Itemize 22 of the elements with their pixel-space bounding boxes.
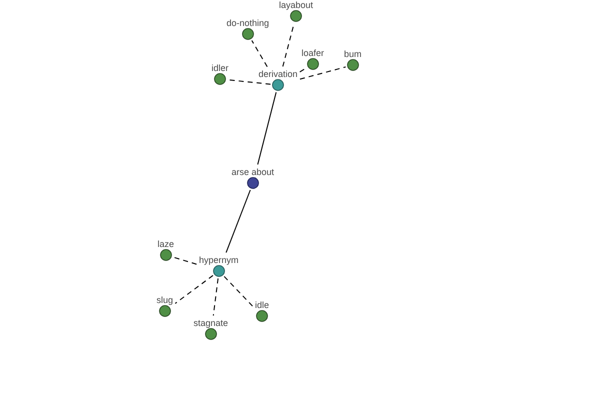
dashed-connector: [251, 40, 268, 68]
connector: [257, 92, 277, 166]
dashed-connector: [212, 278, 219, 316]
node-label: idle: [255, 300, 270, 310]
node-label: idler: [212, 63, 229, 73]
dashed-connector: [174, 274, 214, 304]
node-label: laze: [158, 239, 174, 249]
node-label: do-nothing: [226, 18, 270, 28]
dashed-connector: [172, 256, 198, 265]
node-label: arse about: [232, 167, 274, 177]
dashed-connector: [299, 67, 308, 72]
node-label: loafer: [302, 48, 324, 58]
dashed-connector: [226, 79, 272, 85]
node-label: stagnate: [194, 318, 228, 328]
node-label: bum: [344, 49, 362, 59]
node-label: hypernym: [199, 255, 239, 265]
node-label: derivation: [258, 69, 298, 79]
connector: [226, 190, 251, 254]
node-label: layabout: [279, 0, 314, 10]
dashed-connector: [224, 276, 254, 308]
node-label: slug: [156, 295, 174, 305]
dashed-connector: [299, 66, 346, 80]
